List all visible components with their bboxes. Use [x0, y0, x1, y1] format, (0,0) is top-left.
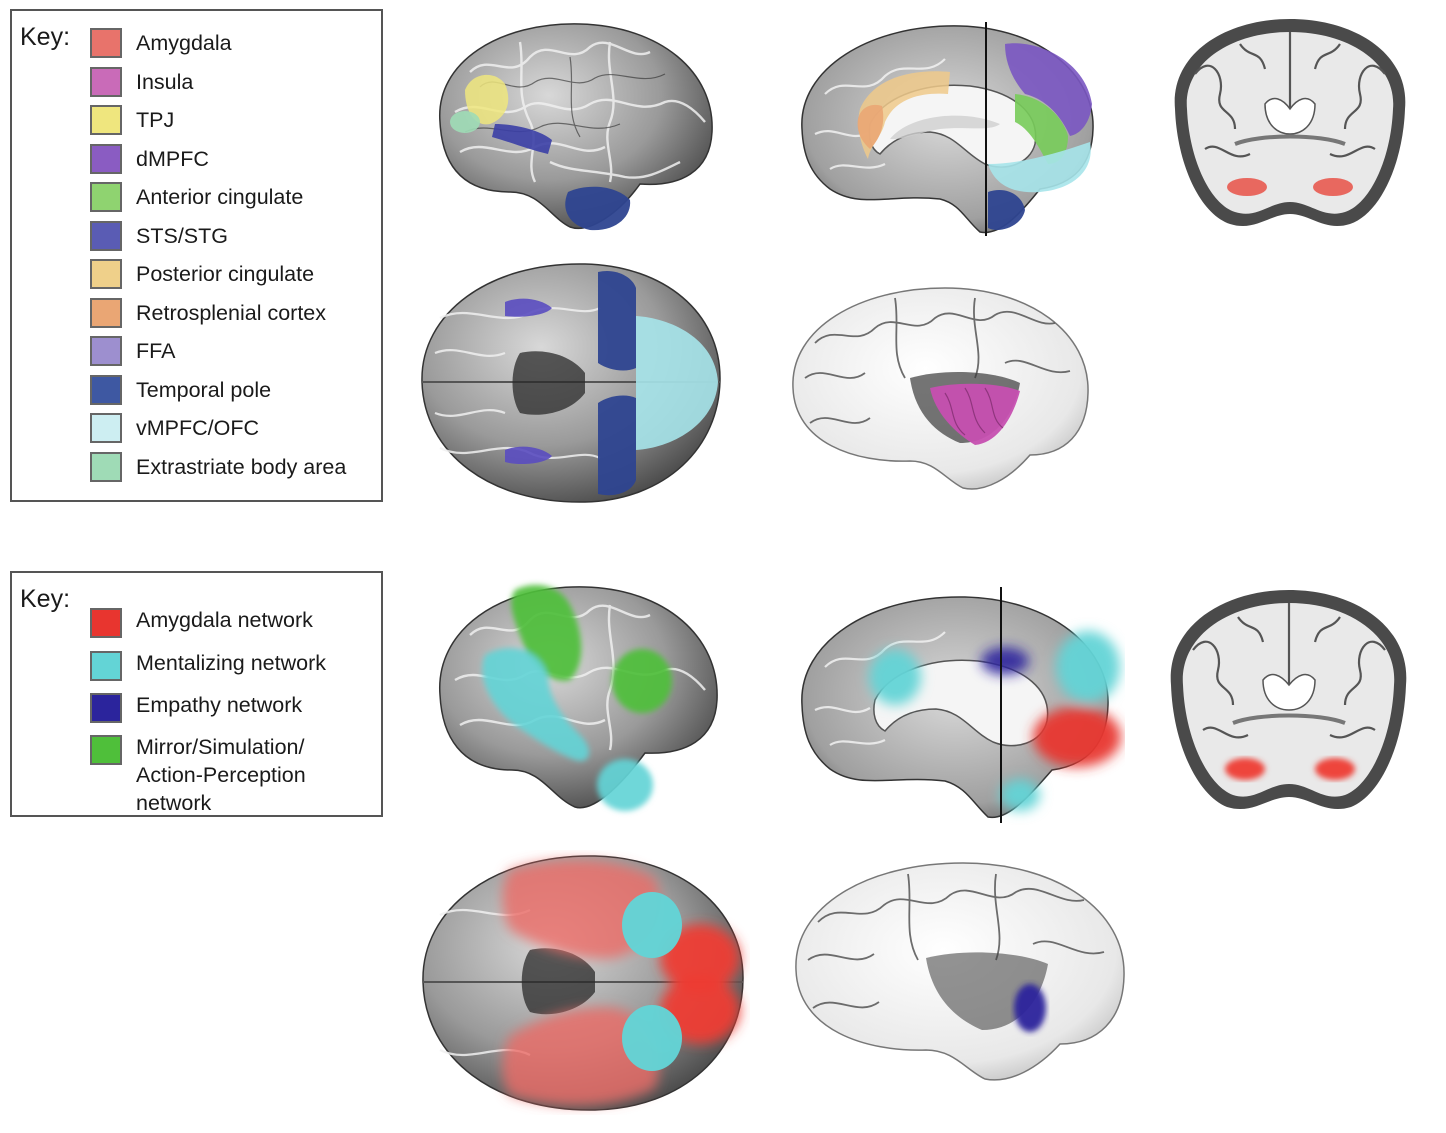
region-legend: Key: Amygdala Insula TPJ dMPFC Anterior … [10, 9, 383, 502]
legend-label: STS/STG [136, 223, 228, 248]
lateral-network-view [420, 575, 725, 820]
legend-item-empathy-network: Empathy network [90, 693, 302, 723]
insula-network-view [788, 858, 1133, 1088]
legend-swatch [90, 336, 122, 366]
legend-swatch [90, 221, 122, 251]
legend-label: Mirror/Simulation/ Action-Perception net… [136, 735, 306, 815]
legend-label: Posterior cingulate [136, 261, 315, 286]
legend-item-dmpfc: dMPFC [90, 144, 209, 174]
legend-label: vMPFC/OFC [136, 415, 260, 440]
legend-item-temporal-pole: Temporal pole [90, 375, 271, 405]
legend-title: Key: [20, 23, 71, 51]
legend-label: TPJ [136, 107, 175, 132]
legend-swatch [90, 651, 122, 681]
medial-network-view [790, 585, 1125, 825]
lateral-brain-view [420, 12, 720, 237]
legend-swatch [90, 182, 122, 212]
legend-label: Empathy network [136, 693, 303, 717]
legend-swatch [90, 144, 122, 174]
legend-label: Retrosplenial cortex [136, 300, 327, 325]
legend-swatch [90, 693, 122, 723]
coronal-slice [1165, 14, 1415, 236]
medial-brain-view [790, 14, 1105, 239]
legend-label: Insula [136, 69, 194, 94]
legend-item-vmpfc-ofc: vMPFC/OFC [90, 413, 259, 443]
legend-item-mentalizing-network: Mentalizing network [90, 651, 326, 681]
legend-swatch [90, 67, 122, 97]
legend-label: Temporal pole [136, 377, 272, 402]
legend-swatch [90, 413, 122, 443]
legend-item-tpj: TPJ [90, 105, 174, 135]
legend-label: Amygdala network [136, 608, 313, 632]
legend-swatch [90, 608, 122, 638]
legend-label: FFA [136, 338, 176, 363]
legend-swatch [90, 298, 122, 328]
legend-label: dMPFC [136, 146, 209, 171]
insula-brain-view [785, 283, 1095, 495]
legend-item-sts-stg: STS/STG [90, 221, 228, 251]
legend-swatch [90, 735, 122, 765]
legend-item-anterior-cingulate: Anterior cingulate [90, 182, 303, 212]
legend-label: Extrastriate body area [136, 454, 347, 479]
legend-title: Key: [20, 585, 71, 613]
legend-swatch [90, 259, 122, 289]
coronal-network-slice [1163, 585, 1415, 820]
legend-label: Mentalizing network [136, 651, 327, 675]
legend-swatch [90, 452, 122, 482]
ventral-network-view [415, 850, 750, 1115]
legend-item-posterior-cingulate: Posterior cingulate [90, 259, 314, 289]
legend-item-amygdala-network: Amygdala network [90, 608, 313, 638]
legend-item-retrosplenial: Retrosplenial cortex [90, 298, 326, 328]
legend-label: Amygdala [136, 30, 232, 55]
legend-swatch [90, 28, 122, 58]
network-legend: Key: Amygdala network Mentalizing networ… [10, 571, 383, 817]
legend-item-ffa: FFA [90, 336, 175, 366]
legend-item-extrastriate: Extrastriate body area [90, 452, 346, 482]
legend-swatch [90, 105, 122, 135]
legend-item-amygdala: Amygdala [90, 28, 232, 58]
ventral-brain-view [410, 258, 725, 506]
legend-item-mirror-network: Mirror/Simulation/ Action-Perception net… [90, 735, 306, 817]
legend-label: Anterior cingulate [136, 184, 304, 209]
legend-item-insula: Insula [90, 67, 193, 97]
legend-swatch [90, 375, 122, 405]
